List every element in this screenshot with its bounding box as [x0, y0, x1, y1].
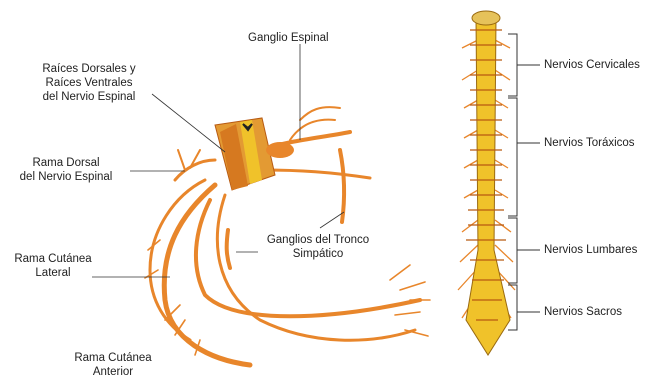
label-ganglios-line1: Ganglios del Tronco: [253, 233, 383, 247]
label-rcl-line1: Rama Cutánea: [8, 252, 98, 266]
label-raices-line2: Raíces Ventrales: [20, 76, 158, 90]
segment-brackets: [508, 34, 540, 330]
label-nervios-toraxicos: Nervios Toráxicos: [544, 136, 635, 150]
label-raices-line1: Raíces Dorsales y: [20, 62, 158, 76]
label-ganglio-espinal: Ganglio Espinal: [248, 31, 329, 45]
label-nervios-sacros: Nervios Sacros: [544, 305, 622, 319]
spinal-column-illustration: [458, 11, 515, 355]
label-nervios-lumbares: Nervios Lumbares: [544, 243, 637, 257]
label-raices-dorsales-ventrales: Raíces Dorsales y Raíces Ventrales del N…: [20, 62, 158, 104]
label-rama-cutanea-anterior: Rama Cutánea Anterior: [58, 351, 168, 379]
label-ganglios-tronco-simpatico: Ganglios del Tronco Simpático: [253, 233, 383, 261]
label-rca-line1: Rama Cutánea: [58, 351, 168, 365]
label-rcl-line2: Lateral: [8, 266, 98, 280]
label-rama-dorsal: Rama Dorsal del Nervio Espinal: [6, 156, 126, 184]
label-rama-dorsal-line2: del Nervio Espinal: [6, 170, 126, 184]
label-nervios-cervicales: Nervios Cervicales: [544, 58, 640, 72]
label-raices-line3: del Nervio Espinal: [20, 90, 158, 104]
label-rama-cutanea-lateral: Rama Cutánea Lateral: [8, 252, 98, 280]
label-rama-dorsal-line1: Rama Dorsal: [6, 156, 126, 170]
label-ganglios-line2: Simpático: [253, 247, 383, 261]
